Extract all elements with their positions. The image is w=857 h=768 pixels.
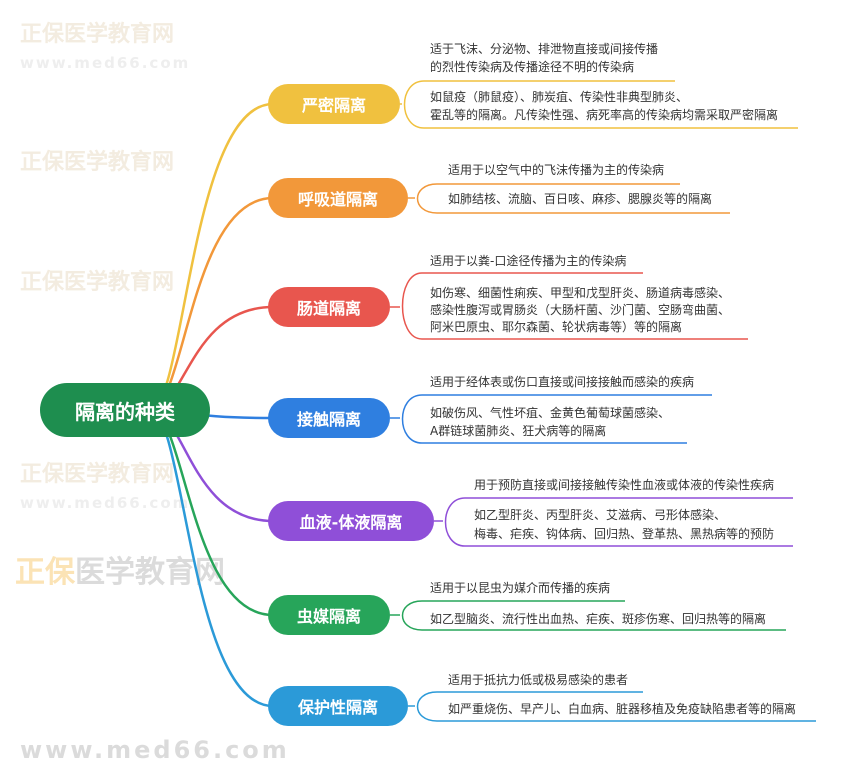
- detail-text: 适用于以空气中的飞沫传播为主的传染病: [448, 163, 665, 177]
- detail-text: 的烈性传染病及传播途径不明的传染病: [430, 60, 635, 74]
- detail-text: 用于预防直接或间接接触传染性血液或体液的传染性疾病: [474, 478, 775, 492]
- detail-bracket: [416, 183, 730, 214]
- detail-bracket: [401, 272, 748, 340]
- detail-text: 如乙型肝炎、丙型肝炎、艾滋病、弓形体感染、: [474, 508, 727, 522]
- detail-text: A群链球菌肺炎、狂犬病等的隔离: [430, 424, 607, 438]
- detail-text: 阿米巴原虫、耶尔森菌、轮状病毒等）等的隔离: [430, 320, 683, 334]
- detail-text: 适用于经体表或伤口直接或间接接触而感染的疾病: [430, 375, 695, 389]
- detail-text: 如严重烧伤、早产儿、白血病、脏器移植及免疫缺陷患者等的隔离: [448, 702, 797, 716]
- detail-bracket: [401, 394, 712, 444]
- detail-text: 适于飞沫、分泌物、排泄物直接或间接传播: [430, 42, 659, 56]
- detail-text: 感染性腹泻或胃肠炎（大肠杆菌、沙门菌、空肠弯曲菌、: [430, 303, 731, 317]
- branch-node[interactable]: 保护性隔离: [268, 686, 408, 726]
- detail-text: 梅毒、疟疾、钩体病、回归热、登革热、黑热病等的预防: [474, 527, 775, 541]
- detail-text: 如乙型脑炎、流行性出血热、疟疾、斑疹伤寒、回归热等的隔离: [430, 612, 767, 626]
- detail-text: 如破伤风、气性坏疽、金黄色葡萄球菌感染、: [430, 406, 671, 420]
- root-node[interactable]: 隔离的种类: [40, 383, 210, 437]
- detail-text: 如鼠疫（肺鼠疫）、肺炭疽、传染性非典型肺炎、: [430, 90, 689, 104]
- detail-bracket: [416, 691, 816, 722]
- detail-bracket: [403, 80, 798, 129]
- detail-text: 霍乱等的隔离。凡传染性强、病死率高的传染病均需采取严密隔离: [430, 108, 779, 122]
- detail-bracket: [444, 497, 793, 547]
- branch-node[interactable]: 接触隔离: [268, 398, 390, 438]
- detail-text: 如伤寒、细菌性痢疾、甲型和戊型肝炎、肠道病毒感染、: [430, 286, 731, 300]
- detail-text: 适用于抵抗力低或极易感染的患者: [448, 673, 629, 687]
- detail-bracket: [401, 600, 786, 631]
- detail-text: 适用于以粪-口途径传播为主的传染病: [430, 254, 627, 268]
- branch-node[interactable]: 呼吸道隔离: [268, 178, 408, 218]
- branch-node[interactable]: 血液-体液隔离: [268, 501, 434, 541]
- detail-text: 适用于以昆虫为媒介而传播的疾病: [430, 581, 611, 595]
- branch-node[interactable]: 严密隔离: [268, 84, 400, 124]
- branch-node[interactable]: 虫媒隔离: [268, 595, 390, 635]
- detail-text: 如肺结核、流脑、百日咳、麻疹、腮腺炎等的隔离: [448, 192, 713, 206]
- branch-node[interactable]: 肠道隔离: [268, 287, 390, 327]
